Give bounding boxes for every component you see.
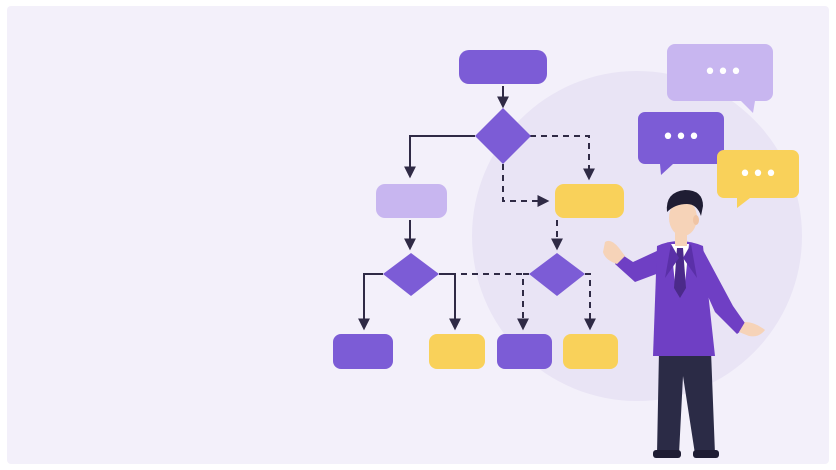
flowchart-node-left xyxy=(376,184,447,218)
flowchart-end-node-2 xyxy=(429,334,485,369)
presenter-illustration xyxy=(603,190,765,458)
speech-bubble-middle: ••• xyxy=(638,112,724,175)
speech-bubble-dots: ••• xyxy=(739,162,778,187)
flowchart-end-node-3 xyxy=(497,334,552,369)
flowchart-decision-top xyxy=(475,108,531,164)
illustration-canvas: ••• ••• ••• xyxy=(7,6,829,464)
flowchart-illustration: ••• ••• ••• xyxy=(333,44,802,458)
flowchart-start-node xyxy=(459,50,547,84)
flowchart-decision-right xyxy=(529,253,585,296)
flowchart-node-right xyxy=(555,184,624,218)
presenter-hair xyxy=(666,190,703,216)
speech-bubble-dots: ••• xyxy=(704,60,743,85)
speech-bubble-top: ••• xyxy=(667,44,773,113)
presenter-left-arm xyxy=(615,250,667,282)
speech-bubble-right: ••• xyxy=(717,150,799,208)
flowchart-end-node-4 xyxy=(563,334,618,369)
flowchart-end-node-1 xyxy=(333,334,393,369)
presenter-head xyxy=(669,200,697,236)
flowchart-decision-left xyxy=(383,253,439,296)
presenter-pants xyxy=(657,351,715,454)
speech-bubble-dots: ••• xyxy=(662,125,701,150)
flowchart-connectors xyxy=(358,86,596,331)
presenter-right-arm xyxy=(697,250,747,334)
